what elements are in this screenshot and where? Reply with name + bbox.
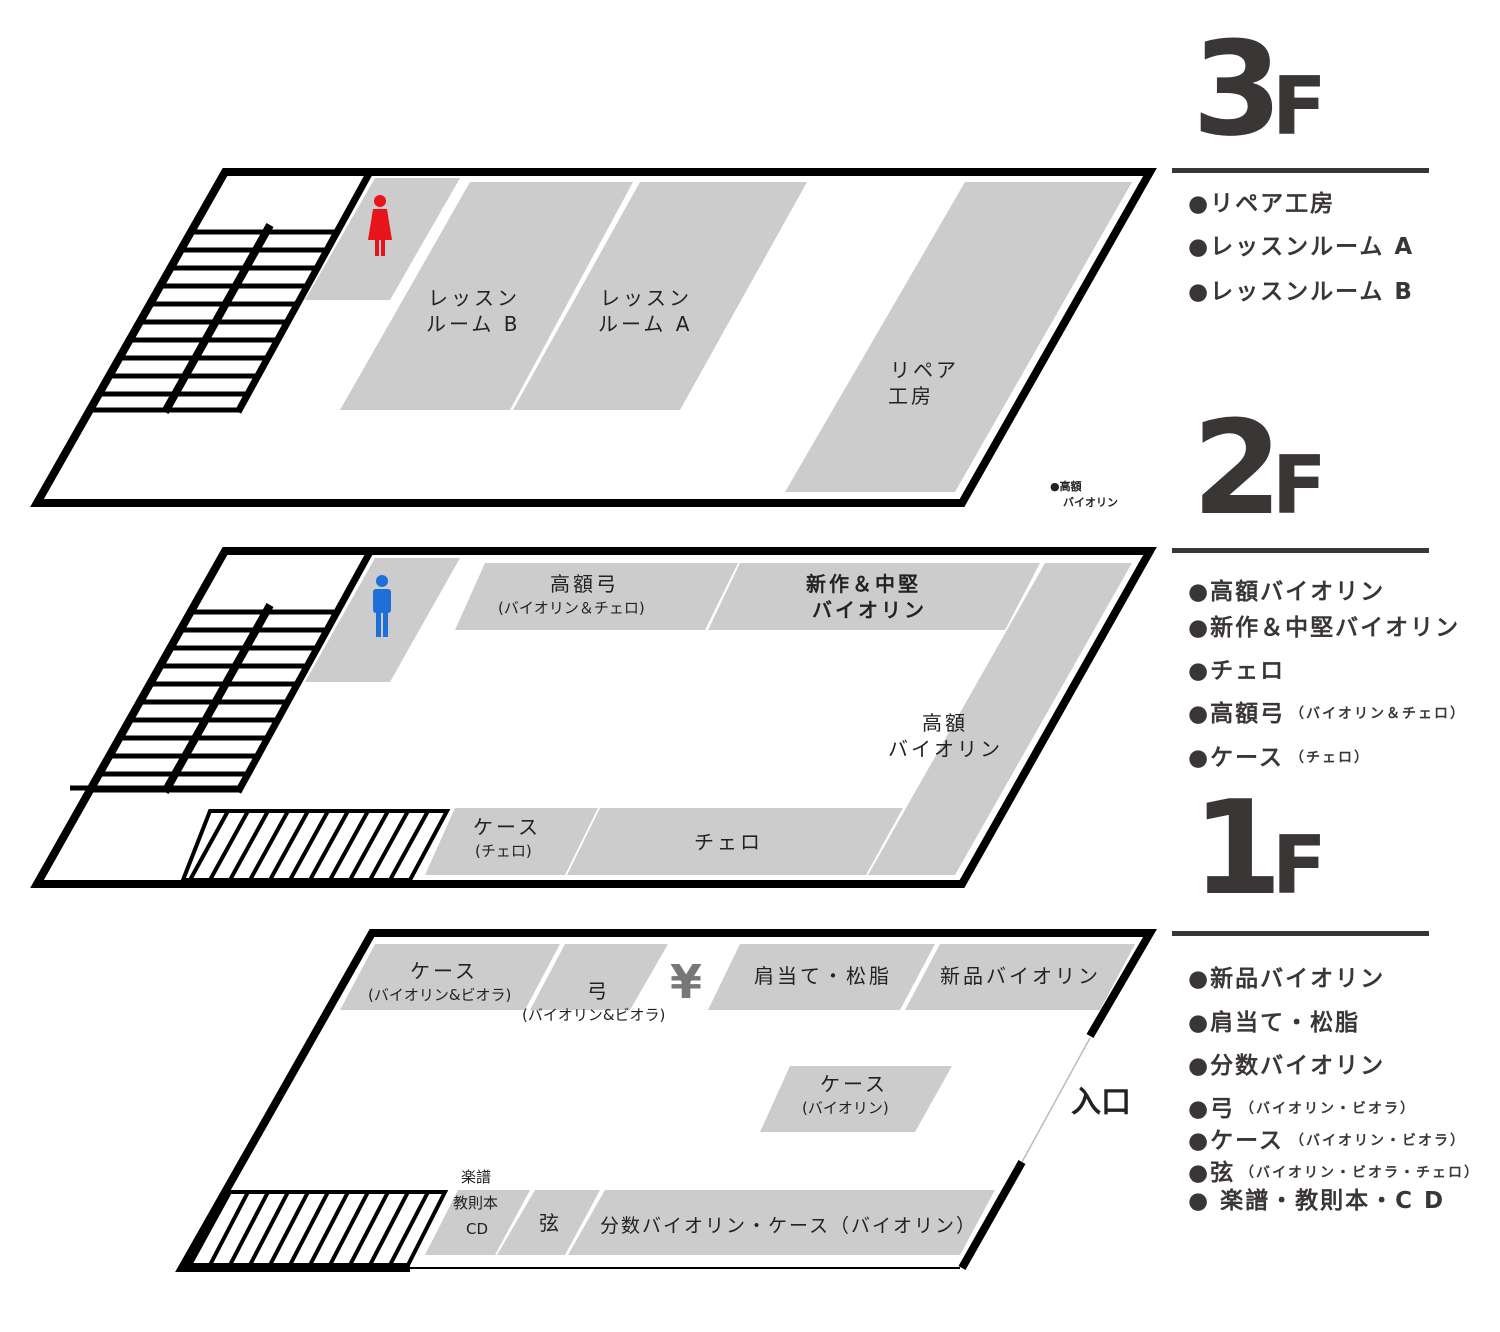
room-label: (バイオリン) [802,1099,889,1117]
room-label: ケース [473,815,541,839]
room-high-bow[interactable] [455,563,738,630]
legend-item-sub: （チェロ） [1290,750,1370,766]
room-new-violin[interactable] [708,563,1040,630]
divider [1172,931,1429,936]
room-label: 高額弓 [550,572,619,596]
legend-item: ●ケース [1188,1128,1284,1154]
entrance-label: 入口 [1071,1085,1131,1120]
wall [30,547,1157,888]
legend-item-sub: （バイオリン・ビオラ・チェロ） [1240,1165,1480,1181]
room-lesson-b[interactable] [340,182,633,410]
room-label: 分数バイオリン・ケース（バイオリン） [600,1215,977,1237]
room-label: 肩当て・松脂 [754,964,892,988]
room-label: ケース [820,1072,888,1096]
divider [1172,168,1429,173]
room-label: ルーム A [598,312,692,336]
floor-suffix: F [1272,439,1327,532]
room-fraction[interactable] [568,1190,995,1255]
room-strings[interactable] [497,1190,600,1255]
legend-item: ●リペア工房 [1188,190,1335,217]
room-label: (バイオリン&ビオラ) [522,1006,665,1024]
legend-item: ●新品バイオリン [1188,965,1385,992]
legend-item: ●高額弓 [1188,700,1285,727]
room-lesson-a[interactable] [513,182,807,410]
male-restroom-icon [373,575,391,637]
room-label: チェロ [694,830,763,854]
legend-item: ●レッスンルーム A [1188,234,1414,260]
yen-register-icon: ¥ [670,955,702,1009]
note: ●高額 [1050,479,1082,493]
room-cello[interactable] [567,808,903,875]
legend-item-sub: （バイオリン・ビオラ） [1290,1133,1466,1149]
room-label: 弓 [587,979,610,1003]
room-label: バイオリン [888,737,1003,761]
room-label: レッスン [600,286,692,310]
floor-number: 1 [1192,772,1282,924]
room-bow[interactable] [530,944,668,1010]
legend-item: ●新作＆中堅バイオリン [1188,614,1460,641]
floor-suffix: F [1272,60,1327,153]
female-restroom-icon [368,195,392,256]
floor-3f-plan: レッスン ルーム B レッスン ルーム A リペア 工房 [30,168,1157,507]
room-sheet-music[interactable] [425,1190,530,1255]
room-label: ケース [410,959,478,983]
legend-1f: 1 F ●新品バイオリン ●肩当て・松脂 ●分数バイオリン ●弓 （バイオリン・… [1172,772,1480,1214]
room-label: (バイオリン＆チェロ) [498,599,645,617]
room-label: 高額 [922,711,968,735]
floor-suffix: F [1272,819,1327,912]
legend-item: ●チェロ [1188,658,1285,684]
room-label: (バイオリン&ビオラ) [368,986,511,1004]
note: バイオリン [1063,496,1118,509]
room-label: (チェロ) [475,842,532,860]
wall [958,1160,1026,1270]
legend-item: ●分数バイオリン [1188,1053,1385,1079]
escalator-hatch [180,809,451,882]
floor-1f-plan: ケース (バイオリン&ビオラ) 弓 (バイオリン&ビオラ) ¥ 肩当て・松脂 新… [175,929,1157,1272]
legend-item: ●ケース [1188,745,1284,771]
legend-item: ●レッスンルーム B [1188,279,1414,305]
room-high-violin[interactable] [868,563,1132,875]
room-label: 弦 [539,1211,562,1235]
room-label: 新作＆中堅 [806,572,921,596]
room-case-cello[interactable] [425,808,598,875]
room-label: 工房 [888,384,934,408]
room-label: バイオリン [812,598,927,622]
entrance-door[interactable] [1021,1037,1091,1163]
room-shoulder[interactable] [708,944,935,1010]
room-label: リペア [890,358,959,382]
room-label: レッスン [428,286,520,310]
room-label: 教則本 [453,1194,498,1212]
restroom-area [305,558,460,682]
room-repair[interactable] [785,182,1132,492]
floor-number: 3 [1192,13,1282,165]
divider [1172,548,1429,553]
floor-number: 2 [1192,392,1282,544]
room-label: CD [466,1220,488,1238]
legend-item: ● 楽譜・教則本・C D [1188,1187,1445,1214]
legend-item-sub: （バイオリン＆チェロ） [1290,706,1466,722]
room-case-violin[interactable] [760,1066,952,1132]
floor-2f-plan: 高額弓 (バイオリン＆チェロ) 新作＆中堅 バイオリン 高額 バイオリン ケース… [30,547,1157,888]
escalator-hatch [186,1190,449,1267]
room-case-vv[interactable] [340,944,560,1010]
room-label: ルーム B [426,312,520,336]
room-label: 新品バイオリン [940,964,1101,988]
legend-2f: 2 F ●高額バイオリン ●新作＆中堅バイオリン ●チェロ ●高額弓 （バイオリ… [1172,392,1466,771]
wall [30,168,1157,507]
legend-item: ●弦 [1188,1159,1235,1186]
legend-item: ●高額バイオリン [1188,578,1385,605]
wall [175,929,1157,1272]
legend-3f: 3 F ●リペア工房 ●レッスンルーム A ●レッスンルーム B [1172,13,1429,305]
room-label: 楽譜 [461,1168,491,1186]
room-new-violin[interactable] [905,944,1135,1010]
legend-item-sub: （バイオリン・ビオラ） [1240,1101,1416,1117]
legend-item: ●弓 [1188,1096,1235,1122]
legend-item: ●肩当て・松脂 [1188,1009,1360,1036]
